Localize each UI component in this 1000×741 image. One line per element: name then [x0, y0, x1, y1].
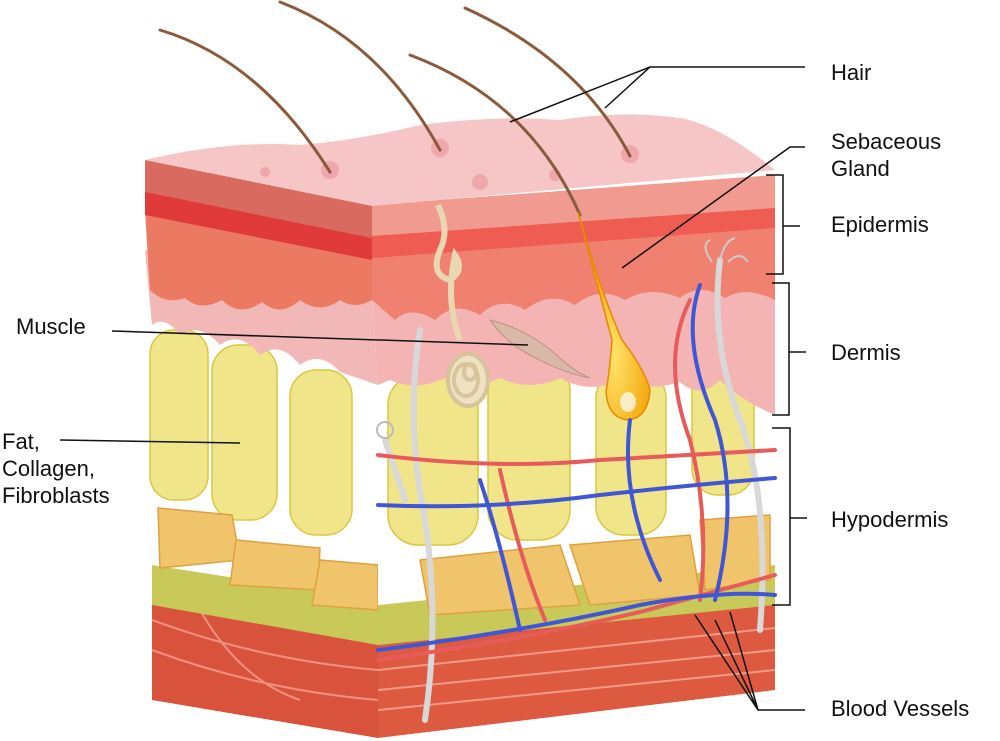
left-lower-fat: [152, 565, 378, 645]
epidermis-bracket: [766, 174, 800, 275]
hair-1: [158, 28, 332, 174]
nerve-ending: [376, 421, 394, 439]
blood-leader: [694, 611, 805, 711]
fat-label-line-3: Fibroblasts: [2, 483, 110, 508]
hair-follicle: [577, 211, 651, 421]
sweat-duct: [433, 203, 463, 342]
hair-2: [278, 0, 442, 152]
veins: [376, 283, 777, 652]
vein-4: [626, 418, 662, 582]
left-face: [145, 160, 379, 738]
nerves: [382, 257, 766, 723]
vein-2: [376, 591, 777, 652]
sebaceous-gland-label: Sebaceous Gland: [831, 128, 941, 182]
hypodermis-bracket: [772, 427, 807, 606]
hair-leader: [509, 66, 805, 123]
artery-3: [498, 468, 547, 622]
vein-5: [478, 478, 522, 632]
muscle-leader: [111, 330, 529, 346]
epidermis-label: Epidermis: [831, 212, 929, 237]
fat-collagen-fibroblasts-label: Fat, Collagen, Fibroblasts: [2, 428, 110, 509]
vein-3: [690, 283, 730, 602]
artery-1: [376, 448, 777, 466]
blood-vessels-label: Blood Vessels: [831, 696, 970, 721]
right-epidermis-top: [372, 175, 775, 236]
sebaceous-leader: [621, 146, 805, 269]
fat-label-line-2: Collagen,: [2, 456, 95, 481]
vein-1: [376, 476, 777, 509]
hair-label: Hair: [831, 60, 872, 85]
dermis-bracket: [772, 282, 806, 416]
nerve-2: [714, 257, 766, 633]
arrector-pili-muscle: [488, 319, 591, 379]
hair-4: [463, 6, 632, 158]
sebaceous-gland-label-line-2: Gland: [831, 156, 890, 181]
skin-surface-top: [145, 114, 775, 206]
left-epidermis-band: [145, 190, 372, 260]
fat-leader: [59, 439, 241, 444]
nerve-1: [410, 327, 436, 723]
leader-lines: [59, 66, 807, 711]
left-epidermis-top: [145, 160, 372, 238]
left-fat-lobules: [149, 329, 353, 536]
sweat-gland-coil: [446, 352, 490, 408]
right-face: [372, 175, 776, 738]
right-epidermis-band: [372, 205, 775, 258]
hair-3: [408, 53, 582, 217]
sebaceous-gland-label-line-1: Sebaceous: [831, 129, 942, 154]
nerve-3: [382, 437, 408, 503]
hypodermis-label: Hypodermis: [831, 507, 949, 532]
artery-2: [376, 573, 777, 662]
artery-4: [673, 298, 706, 602]
muscle-label: Muscle: [16, 314, 86, 339]
hairs: [158, 0, 632, 217]
dermis-label: Dermis: [831, 340, 901, 365]
arteries: [376, 298, 777, 662]
fat-label-line-1: Fat,: [2, 429, 40, 454]
left-epidermis-bottom: [145, 210, 372, 310]
